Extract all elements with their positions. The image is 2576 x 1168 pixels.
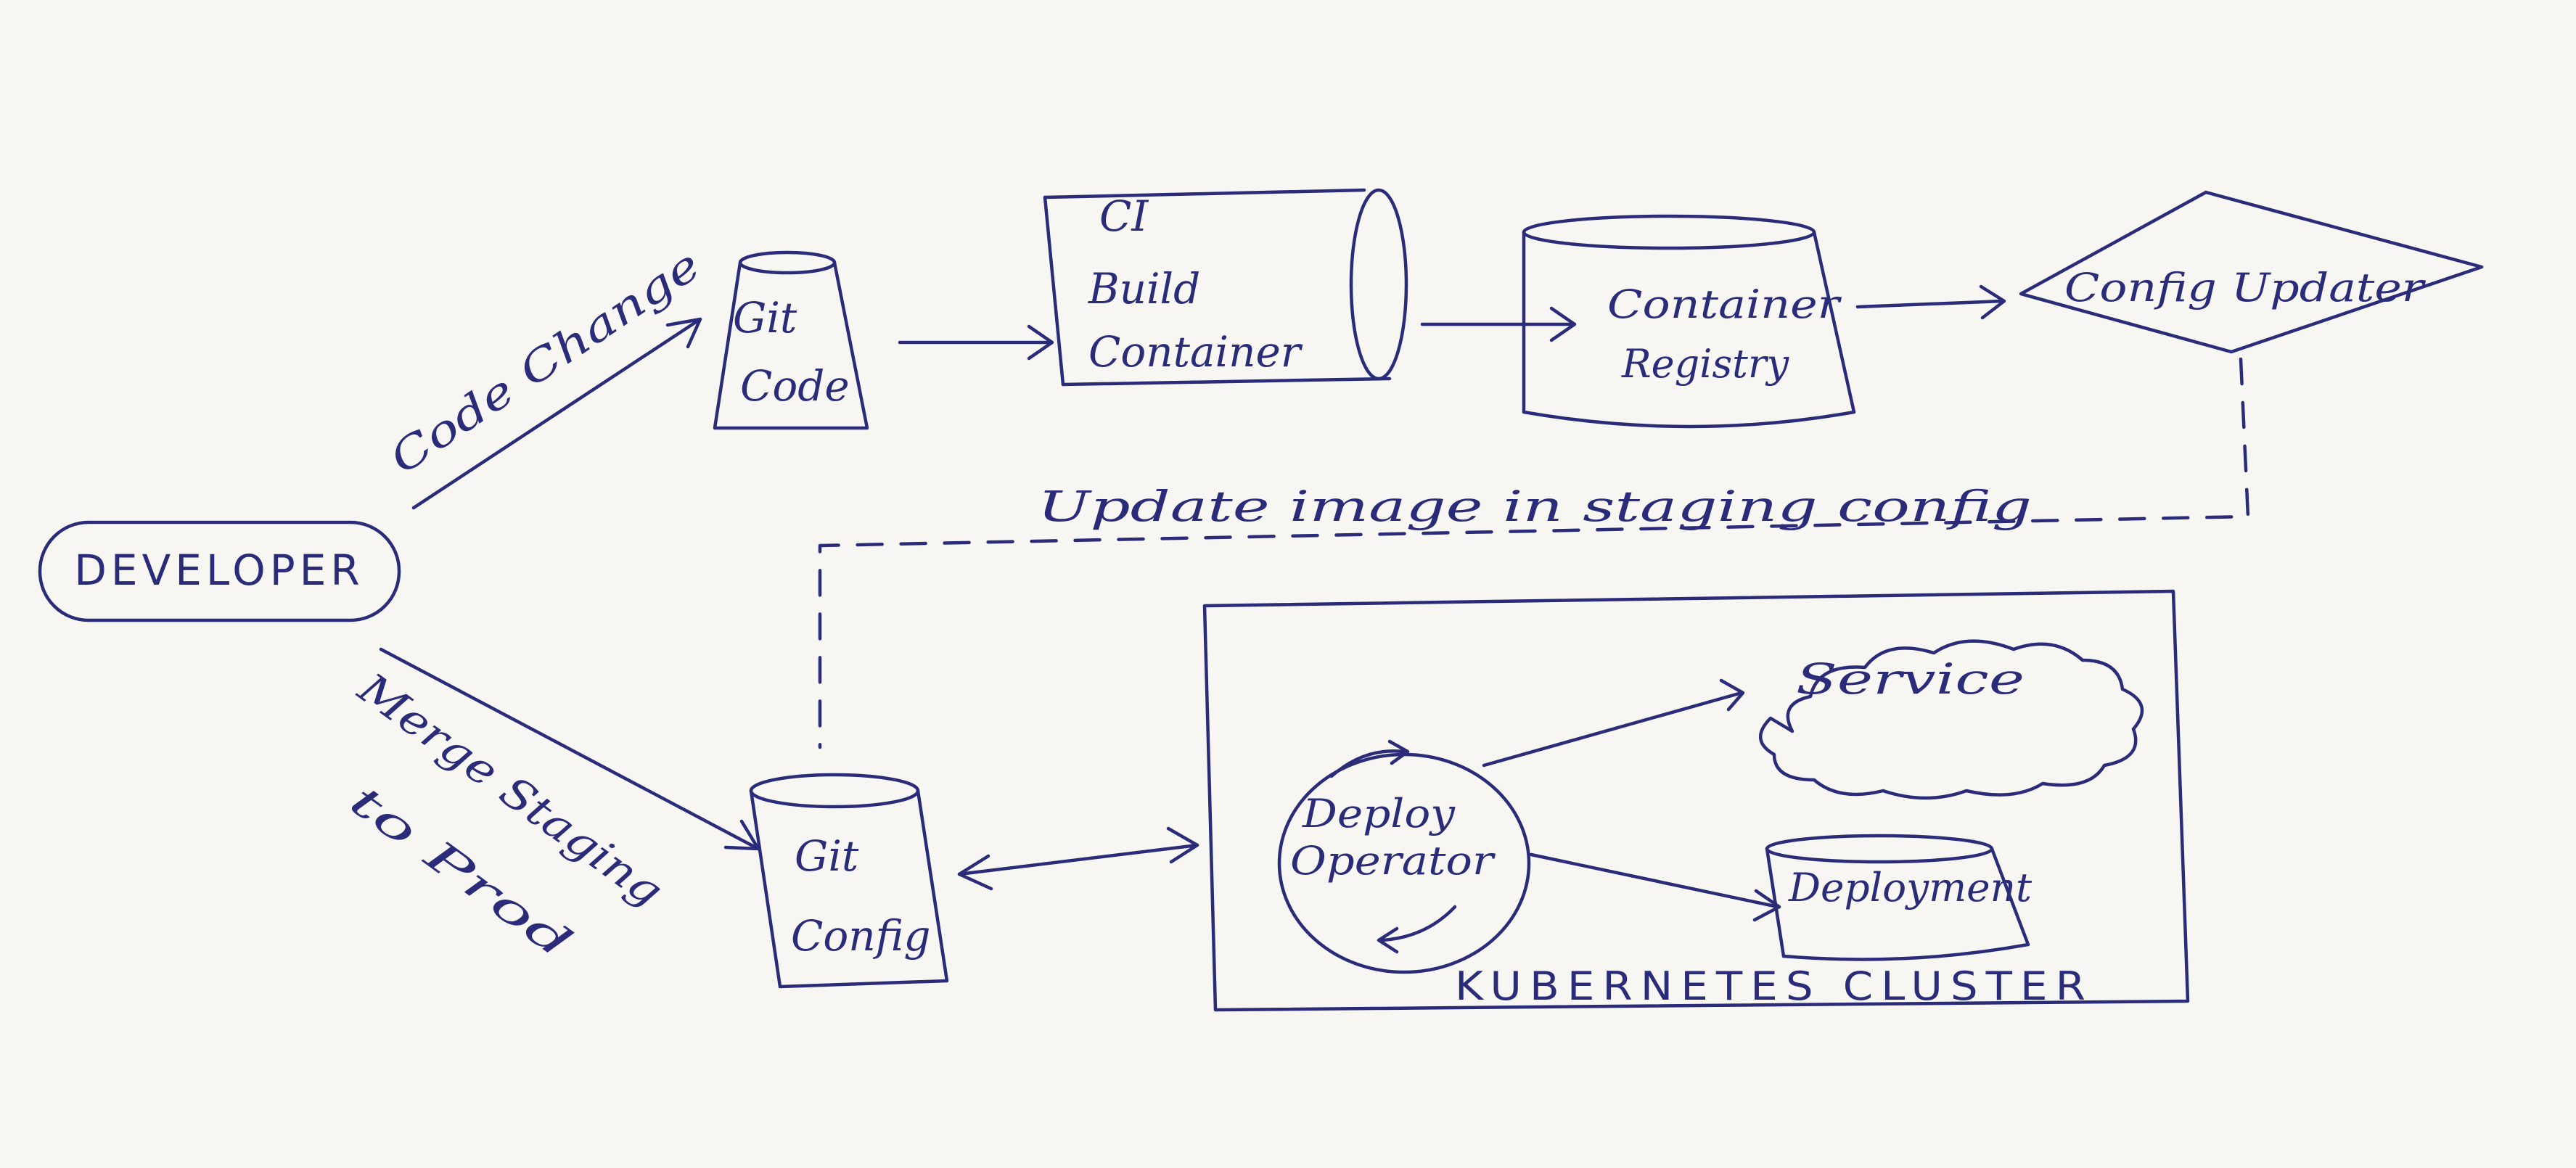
kubernetes-cluster-node: KUBERNETES CLUSTER Deploy Operator Servi…	[1202, 589, 2190, 1012]
config-updater-node: Config Updater	[2019, 190, 2484, 354]
registry-label-line2: Registry	[1621, 341, 1790, 387]
arrow-developer-to-git-code	[411, 317, 702, 510]
ci-build-node: CI Build Container	[1043, 188, 1408, 387]
git-code-node: Git Code	[713, 250, 869, 430]
arrow-operator-to-deployment	[1529, 852, 1780, 909]
registry-label-line1: Container	[1607, 281, 1842, 327]
container-registry-node: Container Registry	[1522, 214, 1856, 429]
ci-label-line2: Build	[1088, 264, 1200, 313]
arrow-registry-to-config-updater	[1855, 299, 2005, 309]
dashed-update-image-path	[818, 357, 2250, 749]
deploy-operator-label-line1: Deploy	[1302, 791, 1456, 836]
ci-label-line3: Container	[1088, 327, 1303, 377]
arrow-developer-to-git-config	[379, 647, 760, 851]
arrow-operator-to-service	[1482, 691, 1744, 768]
cycle-arrow-bottom	[1380, 905, 1457, 942]
git-config-label-line1: Git	[795, 831, 859, 881]
git-code-label-line1: Git	[733, 293, 797, 342]
deployment-label: Deployment	[1788, 865, 2032, 910]
git-code-label-line2: Code	[740, 361, 850, 411]
update-image-label: Update image in staging config	[1038, 482, 2032, 531]
kubernetes-cluster-label: KUBERNETES CLUSTER	[1455, 963, 2093, 1009]
service-label: Service	[1796, 654, 2025, 704]
git-config-node: Git Config	[749, 773, 949, 989]
deploy-operator-node: Deploy Operator	[1277, 739, 1531, 974]
service-node: Service	[1758, 639, 2144, 800]
cycle-arrow-top	[1329, 749, 1406, 778]
arrow-git-config-cluster-bidirectional	[957, 843, 1199, 876]
deployment-node: Deployment	[1765, 834, 2032, 961]
config-updater-label: Config Updater	[2064, 265, 2427, 310]
deploy-operator-label-line2: Operator	[1290, 838, 1496, 884]
git-config-label-line2: Config	[791, 911, 930, 961]
developer-node: DEVELOPER	[38, 520, 401, 622]
code-change-label: Code Change	[381, 240, 710, 484]
developer-label: DEVELOPER	[74, 546, 364, 595]
ci-label-line1: CI	[1099, 192, 1149, 241]
